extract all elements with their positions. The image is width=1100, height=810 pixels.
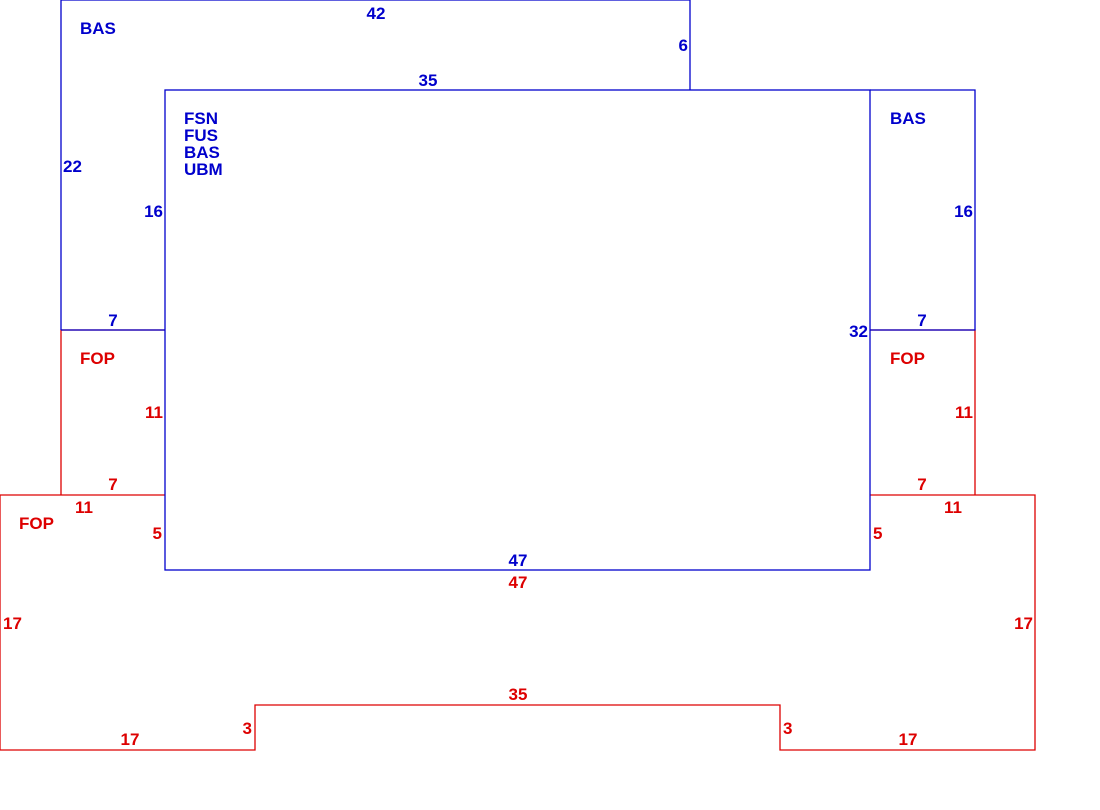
top-left-bas-left-dim: 22 (63, 157, 82, 176)
right-fop-code: FOP (890, 349, 925, 368)
main-code-1: FSN (184, 109, 218, 128)
bottom-fop-outline (0, 494, 1036, 751)
bottom-fop-right-dim: 17 (1014, 614, 1033, 633)
bottom-fop-bottom-left-dim: 17 (121, 730, 140, 749)
bottom-fop-inner-right-dim: 5 (873, 524, 882, 543)
left-fop-code: FOP (80, 349, 115, 368)
main-code-3: BAS (184, 143, 220, 162)
right-fop-right-dim: 11 (955, 403, 973, 422)
main-bottom-dim: 47 (509, 551, 528, 570)
main-area-outline (164, 89, 871, 571)
main-code-4: UBM (184, 160, 223, 179)
top-left-bas-bottom-dim: 7 (108, 311, 117, 330)
right-bas-bottom-dim: 7 (917, 311, 926, 330)
bottom-fop-notch-left-dim: 3 (243, 719, 252, 738)
main-top-dim: 35 (419, 71, 438, 90)
top-left-bas-code: BAS (80, 19, 116, 38)
left-fop-right-dim: 11 (145, 403, 163, 422)
top-left-bas-right-dim: 6 (679, 36, 688, 55)
bottom-fop-top-right-dim: 11 (944, 498, 962, 517)
right-bas-code: BAS (890, 109, 926, 128)
bottom-fop-left-dim: 17 (3, 614, 22, 633)
top-left-bas-top-dim: 42 (367, 4, 386, 23)
bottom-fop-code: FOP (19, 514, 54, 533)
main-left-dim: 16 (144, 202, 163, 221)
bottom-fop-notch-top-dim: 35 (509, 685, 528, 704)
left-fop-bottom-dim: 7 (108, 475, 117, 494)
main-right-dim: 32 (849, 322, 868, 341)
right-bas-outline (870, 89, 976, 331)
main-code-2: FUS (184, 126, 218, 145)
bottom-fop-inner-left-dim: 5 (153, 524, 162, 543)
bottom-fop-bottom-right-dim: 17 (899, 730, 918, 749)
top-left-bas-outline (60, 0, 691, 330)
bottom-fop-main-bottom-dim: 47 (509, 573, 528, 592)
right-bas-right-dim: 16 (954, 202, 973, 221)
bottom-fop-top-left-dim: 11 (75, 498, 93, 517)
bottom-fop-notch-right-dim: 3 (783, 719, 792, 738)
right-fop-bottom-dim: 7 (917, 475, 926, 494)
